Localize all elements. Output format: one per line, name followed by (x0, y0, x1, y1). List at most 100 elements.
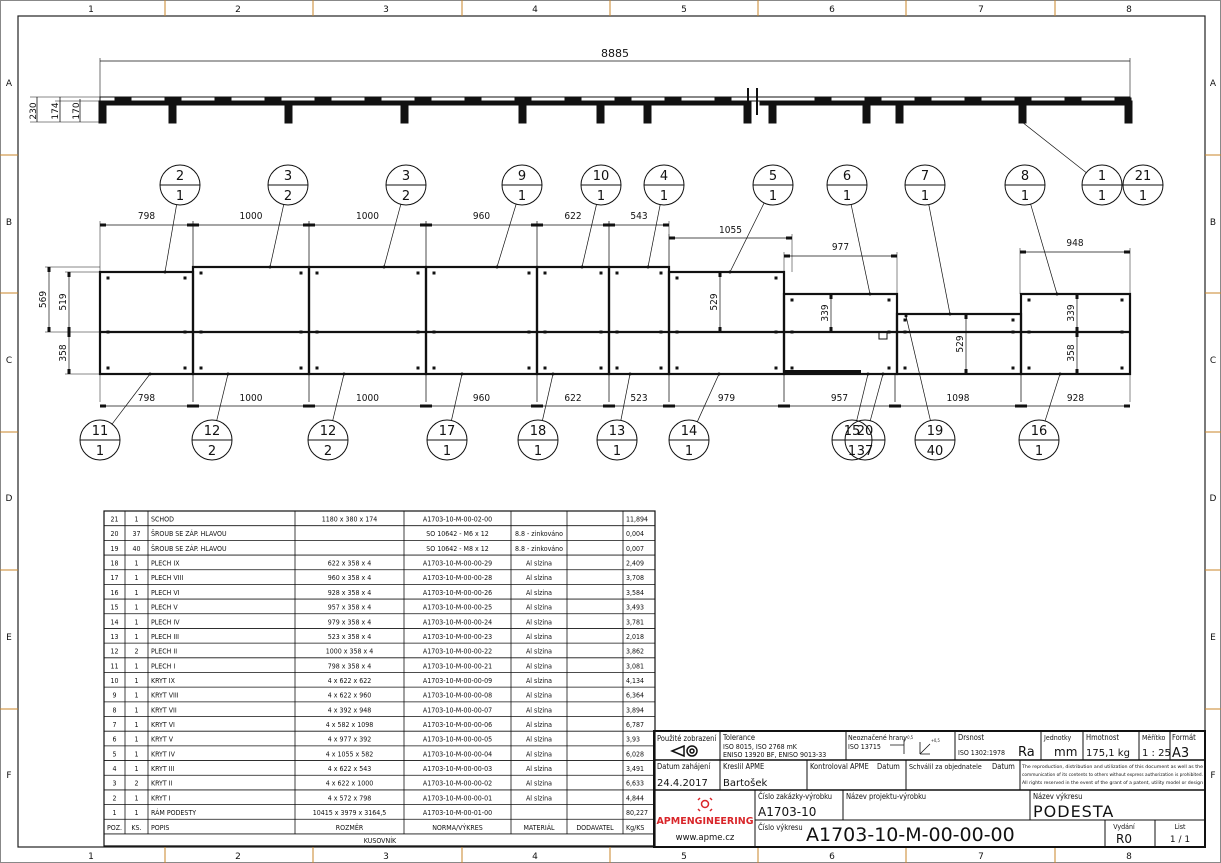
bom-cell: 9 (112, 692, 116, 700)
edges-value: ISO 13715 (848, 743, 881, 751)
dimension-arrow (964, 369, 968, 374)
frame-column-label: 6 (829, 5, 835, 15)
bom-cell: Al slzina (526, 706, 552, 714)
bom-cell: Al slzina (526, 765, 552, 773)
item-balloon[interactable]: 51 (728, 164, 794, 274)
frame-beam (759, 100, 1131, 106)
leader-arrow (226, 372, 230, 376)
item-balloon[interactable]: 101 (580, 164, 622, 269)
bom-cell: A1703-10-M-00-00-01 (423, 794, 492, 802)
bom-header: POZ. (107, 824, 122, 832)
drawing-number-label: Číslo výkresu (758, 823, 803, 832)
bom-cell: 80,227 (626, 809, 648, 817)
bom-cell: 2,409 (626, 560, 644, 568)
item-balloon[interactable]: 171 (426, 372, 468, 461)
frame-column-label: 2 (235, 5, 241, 15)
bom-cell: PLECH IV (151, 618, 180, 626)
frame-leg (284, 100, 293, 124)
bom-cell: Al slzina (526, 750, 552, 758)
balloon-quantity: 37 (857, 444, 874, 459)
dimension-text: 798 (138, 393, 155, 404)
item-balloon[interactable]: 71 (904, 164, 952, 316)
bom-cell: 1 (134, 633, 138, 641)
deck-clip (1064, 97, 1082, 101)
frame-row-label: C (1210, 356, 1216, 366)
item-balloon[interactable]: 122 (307, 372, 349, 461)
dimension-arrow (718, 272, 722, 277)
frame-row-label: E (1210, 633, 1216, 643)
tolerance-line1: ISO 8015, ISO 2768 mK (723, 743, 798, 751)
bom-header: ROZMĚR (336, 823, 364, 832)
format-value: A3 (1172, 746, 1189, 761)
bom-cell: 1 (134, 736, 138, 744)
dimension-text: 960 (473, 393, 490, 404)
item-balloon[interactable]: 122 (191, 372, 233, 461)
bolt-hole (903, 318, 907, 322)
item-balloon[interactable]: 41 (643, 164, 685, 269)
item-balloon[interactable]: 32 (382, 164, 427, 269)
platform-panel (607, 265, 671, 376)
bom-cell: 6,787 (626, 721, 644, 729)
balloon-position: 8 (1021, 169, 1029, 184)
leader-line (1044, 373, 1061, 422)
bom-cell: 10 (110, 677, 118, 685)
balloon-quantity: 1 (96, 444, 104, 459)
dimension-text: 1000 (356, 393, 379, 404)
item-balloon[interactable]: 181 (517, 372, 559, 461)
bom-cell: 3,781 (626, 618, 644, 626)
deck-clip (614, 97, 632, 101)
bom-cell: 4 x 392 x 948 (328, 706, 372, 714)
dimension-arrow (964, 314, 968, 319)
bom-cell: 2 (134, 648, 138, 656)
item-balloon[interactable]: 32 (267, 164, 309, 269)
item-balloon[interactable]: 11 (1020, 120, 1123, 206)
bom-cell: 4 x 622 x 543 (328, 765, 372, 773)
item-balloon[interactable]: 211 (1122, 164, 1164, 206)
bom-cell: 1 (134, 706, 138, 714)
bom-cell: Al slzina (526, 560, 552, 568)
bom-cell: PLECH II (151, 648, 177, 656)
dimension-arrow (1020, 250, 1026, 254)
item-balloon[interactable]: 81 (1004, 164, 1059, 296)
company-website[interactable]: www.apme.cz (676, 833, 735, 843)
format-label: Formát (1172, 733, 1196, 742)
item-balloon[interactable]: 91 (495, 164, 543, 269)
leader-line (581, 204, 597, 268)
dimension-text: 1098 (947, 393, 970, 404)
item-balloon[interactable]: 111 (79, 372, 152, 461)
dimension-arrow (67, 327, 71, 332)
leader-arrow (646, 265, 650, 269)
dimension-arrow (67, 369, 71, 374)
leader-line (869, 373, 884, 421)
item-balloon[interactable]: 161 (1018, 372, 1062, 461)
overall-length-dim: 8885 (601, 47, 629, 60)
bom-cell: A1703-10-M-00-00-26 (423, 589, 492, 597)
balloon-position: 11 (92, 424, 109, 439)
checked-by-label: Kontroloval APME (810, 762, 869, 771)
item-balloon[interactable]: 21 (159, 164, 201, 274)
tolerance-line2: ENISO 13920 BF, ENISO 9013-33 (723, 751, 826, 759)
bom-cell: 1 (134, 677, 138, 685)
item-balloon[interactable]: 131 (596, 372, 638, 461)
bolt-hole (1011, 318, 1015, 322)
dimension-arrow (426, 404, 432, 408)
leader-arrow (628, 372, 632, 376)
bolt-hole (1120, 298, 1124, 302)
item-balloon[interactable]: 141 (668, 372, 721, 461)
leader-arrow (728, 270, 732, 274)
deck-clip (114, 97, 132, 101)
platform-panel (191, 265, 311, 376)
item-balloon[interactable]: 61 (826, 164, 872, 296)
balloon-quantity: 1 (921, 189, 929, 204)
bolt-hole (106, 366, 110, 370)
bom-cell: 1 (134, 794, 138, 802)
bom-cell: 1 (134, 692, 138, 700)
